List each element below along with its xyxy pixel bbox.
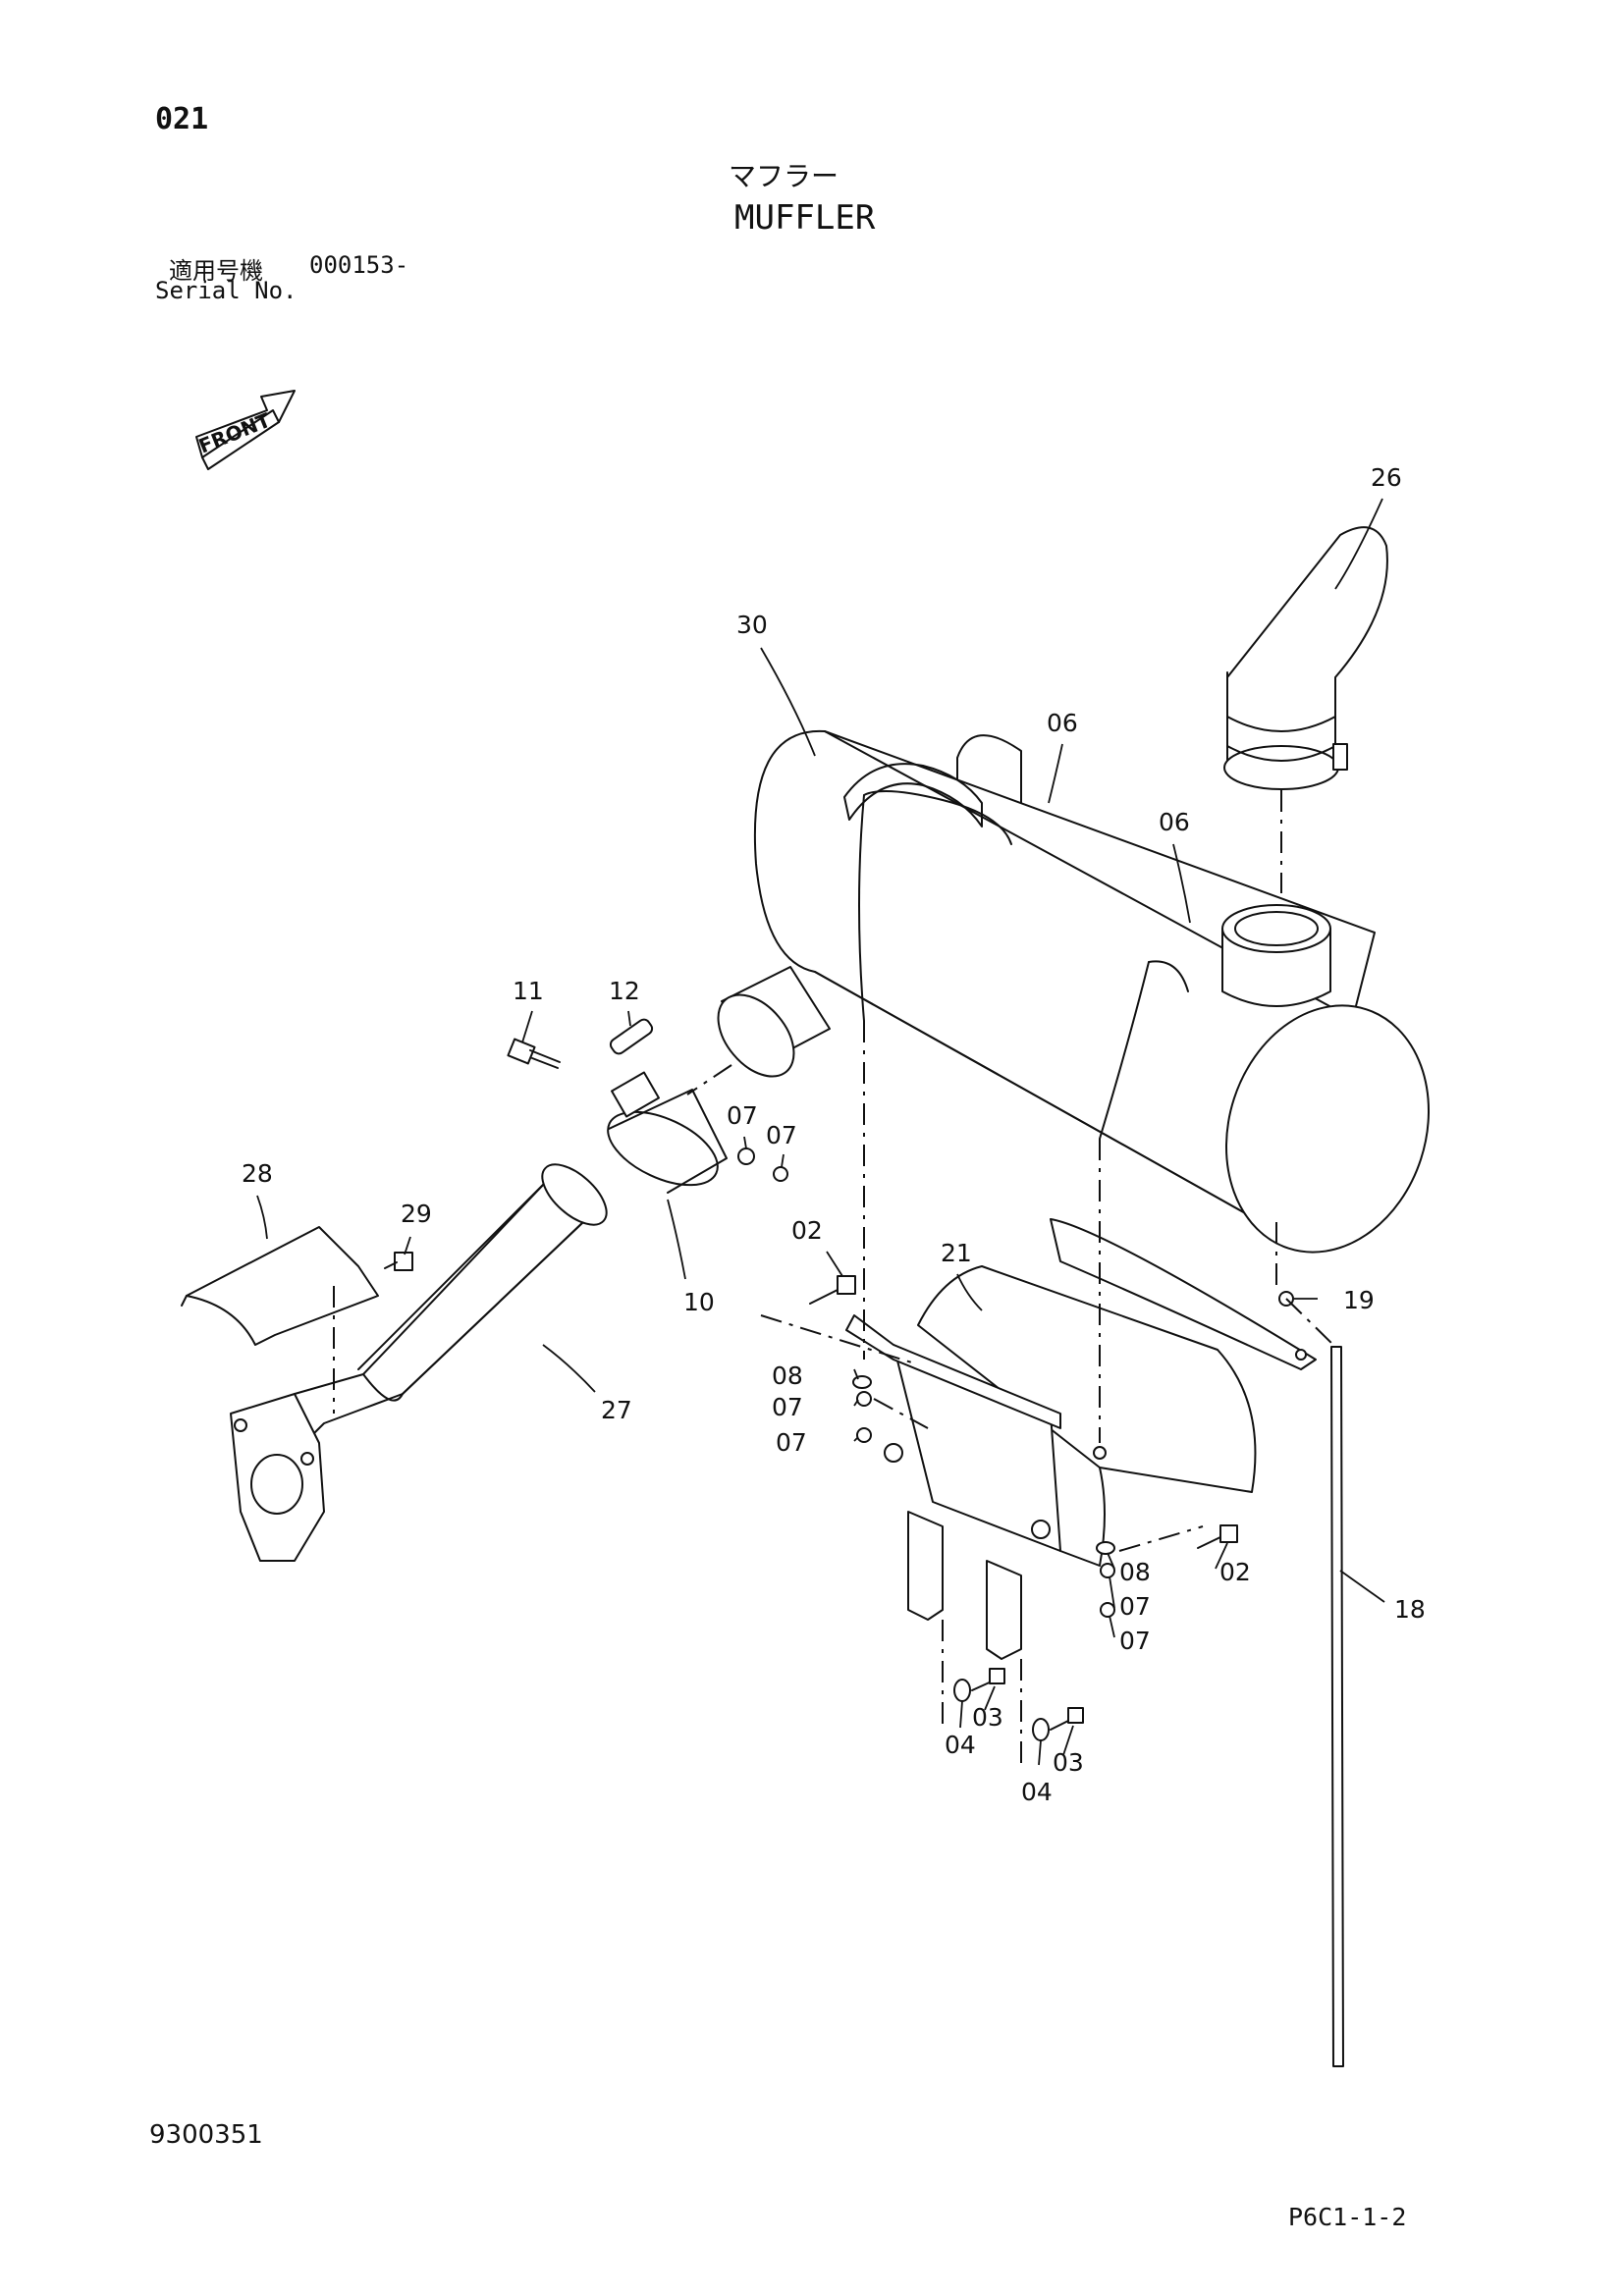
callout-03a: 03 bbox=[972, 1703, 1003, 1732]
bolt-11 bbox=[507, 1038, 561, 1069]
bracket bbox=[845, 1218, 1317, 1660]
callout-07b: 07 bbox=[766, 1121, 797, 1149]
title-english: MUFFLER bbox=[734, 198, 876, 238]
stud-rod bbox=[1330, 1346, 1344, 2067]
callout-04b: 04 bbox=[1021, 1778, 1053, 1806]
callout-08a: 08 bbox=[772, 1362, 803, 1390]
front-arrow-icon: FRONT bbox=[195, 390, 296, 470]
callout-26: 26 bbox=[1371, 463, 1402, 492]
exhaust-flange bbox=[230, 1393, 325, 1562]
callout-04a: 04 bbox=[945, 1731, 976, 1759]
callout-28: 28 bbox=[242, 1159, 273, 1188]
callout-10: 10 bbox=[683, 1288, 715, 1316]
muffler-body bbox=[753, 729, 1431, 1254]
tail-pipe bbox=[1223, 526, 1388, 790]
callout-07a: 07 bbox=[727, 1101, 758, 1130]
callout-02a: 02 bbox=[791, 1216, 823, 1245]
callout-18: 18 bbox=[1394, 1595, 1426, 1624]
callout-06a: 06 bbox=[1047, 709, 1078, 737]
exhaust-pipe bbox=[294, 1163, 608, 1444]
callout-21: 21 bbox=[941, 1239, 972, 1267]
bolt-29 bbox=[384, 1252, 413, 1271]
pin-12 bbox=[609, 1018, 654, 1055]
callout-03b: 03 bbox=[1053, 1748, 1084, 1777]
callout-30: 30 bbox=[736, 611, 768, 639]
assembly-lines bbox=[333, 790, 1336, 1767]
fastener-set bbox=[809, 1275, 1294, 1741]
nut-07b bbox=[773, 1166, 788, 1182]
footer-drawing-number: 9300351 bbox=[149, 2120, 263, 2150]
callout-07d: 07 bbox=[776, 1428, 807, 1457]
callout-29: 29 bbox=[401, 1200, 432, 1228]
callout-19: 19 bbox=[1343, 1286, 1375, 1314]
outlet-pipe bbox=[1221, 904, 1331, 1007]
nut-07a bbox=[737, 1148, 755, 1165]
callout-07f: 07 bbox=[1119, 1627, 1151, 1655]
footer-page-code: P6C1-1-2 bbox=[1288, 2203, 1407, 2231]
cover bbox=[181, 1226, 379, 1346]
page-number: 021 bbox=[155, 102, 209, 136]
serial-label-japanese: 適用号機 bbox=[169, 257, 263, 285]
title-japanese: マフラー bbox=[729, 160, 839, 192]
leader-lines bbox=[256, 498, 1385, 1766]
callout-08b: 08 bbox=[1119, 1558, 1151, 1586]
callout-27: 27 bbox=[601, 1396, 632, 1424]
callout-12: 12 bbox=[609, 977, 640, 1005]
callout-11: 11 bbox=[513, 977, 544, 1005]
callout-06b: 06 bbox=[1159, 808, 1190, 836]
callout-02b: 02 bbox=[1219, 1558, 1251, 1586]
callout-07e: 07 bbox=[1119, 1592, 1151, 1621]
serial-code: 000153- bbox=[309, 251, 409, 279]
callout-labels: 26 30 06 06 11 12 07 07 28 29 02 21 10 1… bbox=[242, 463, 1426, 1806]
callout-07c: 07 bbox=[772, 1393, 803, 1421]
clamp bbox=[607, 1071, 728, 1194]
serial-label-english: Serial No. bbox=[155, 277, 298, 304]
inlet-stub bbox=[717, 966, 831, 1078]
